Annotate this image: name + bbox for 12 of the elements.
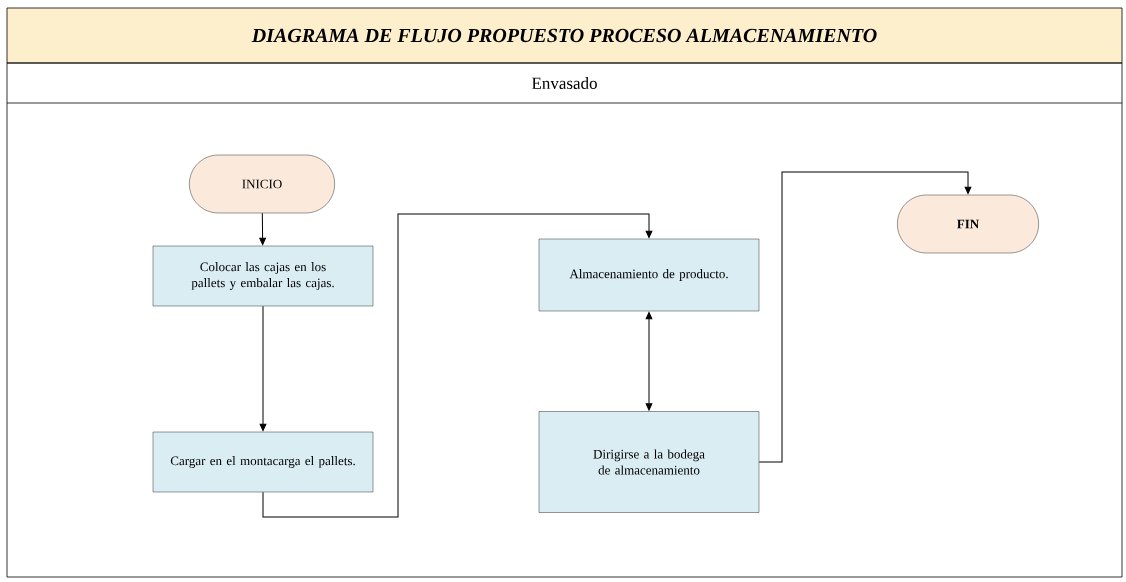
arrow xyxy=(259,305,267,432)
arrow xyxy=(758,171,972,463)
process-box: Almacenamiento de producto. xyxy=(538,238,760,312)
terminator: INICIO xyxy=(189,154,335,214)
terminator: FIN xyxy=(897,194,1039,254)
process-box: Cargar en el montacarga el pallets. xyxy=(152,431,374,493)
arrow xyxy=(645,311,653,411)
title-band: DIAGRAMA DE FLUJO PROPUESTO PROCESO ALMACENAMIENTO xyxy=(6,7,1123,64)
arrow xyxy=(259,212,266,246)
process-box: Colocar las cajas en los pallets y embalar las cajas. xyxy=(152,245,374,307)
arrow xyxy=(262,213,653,518)
process-box: Dirigirse a la bodega de almacenamiento xyxy=(538,411,760,513)
